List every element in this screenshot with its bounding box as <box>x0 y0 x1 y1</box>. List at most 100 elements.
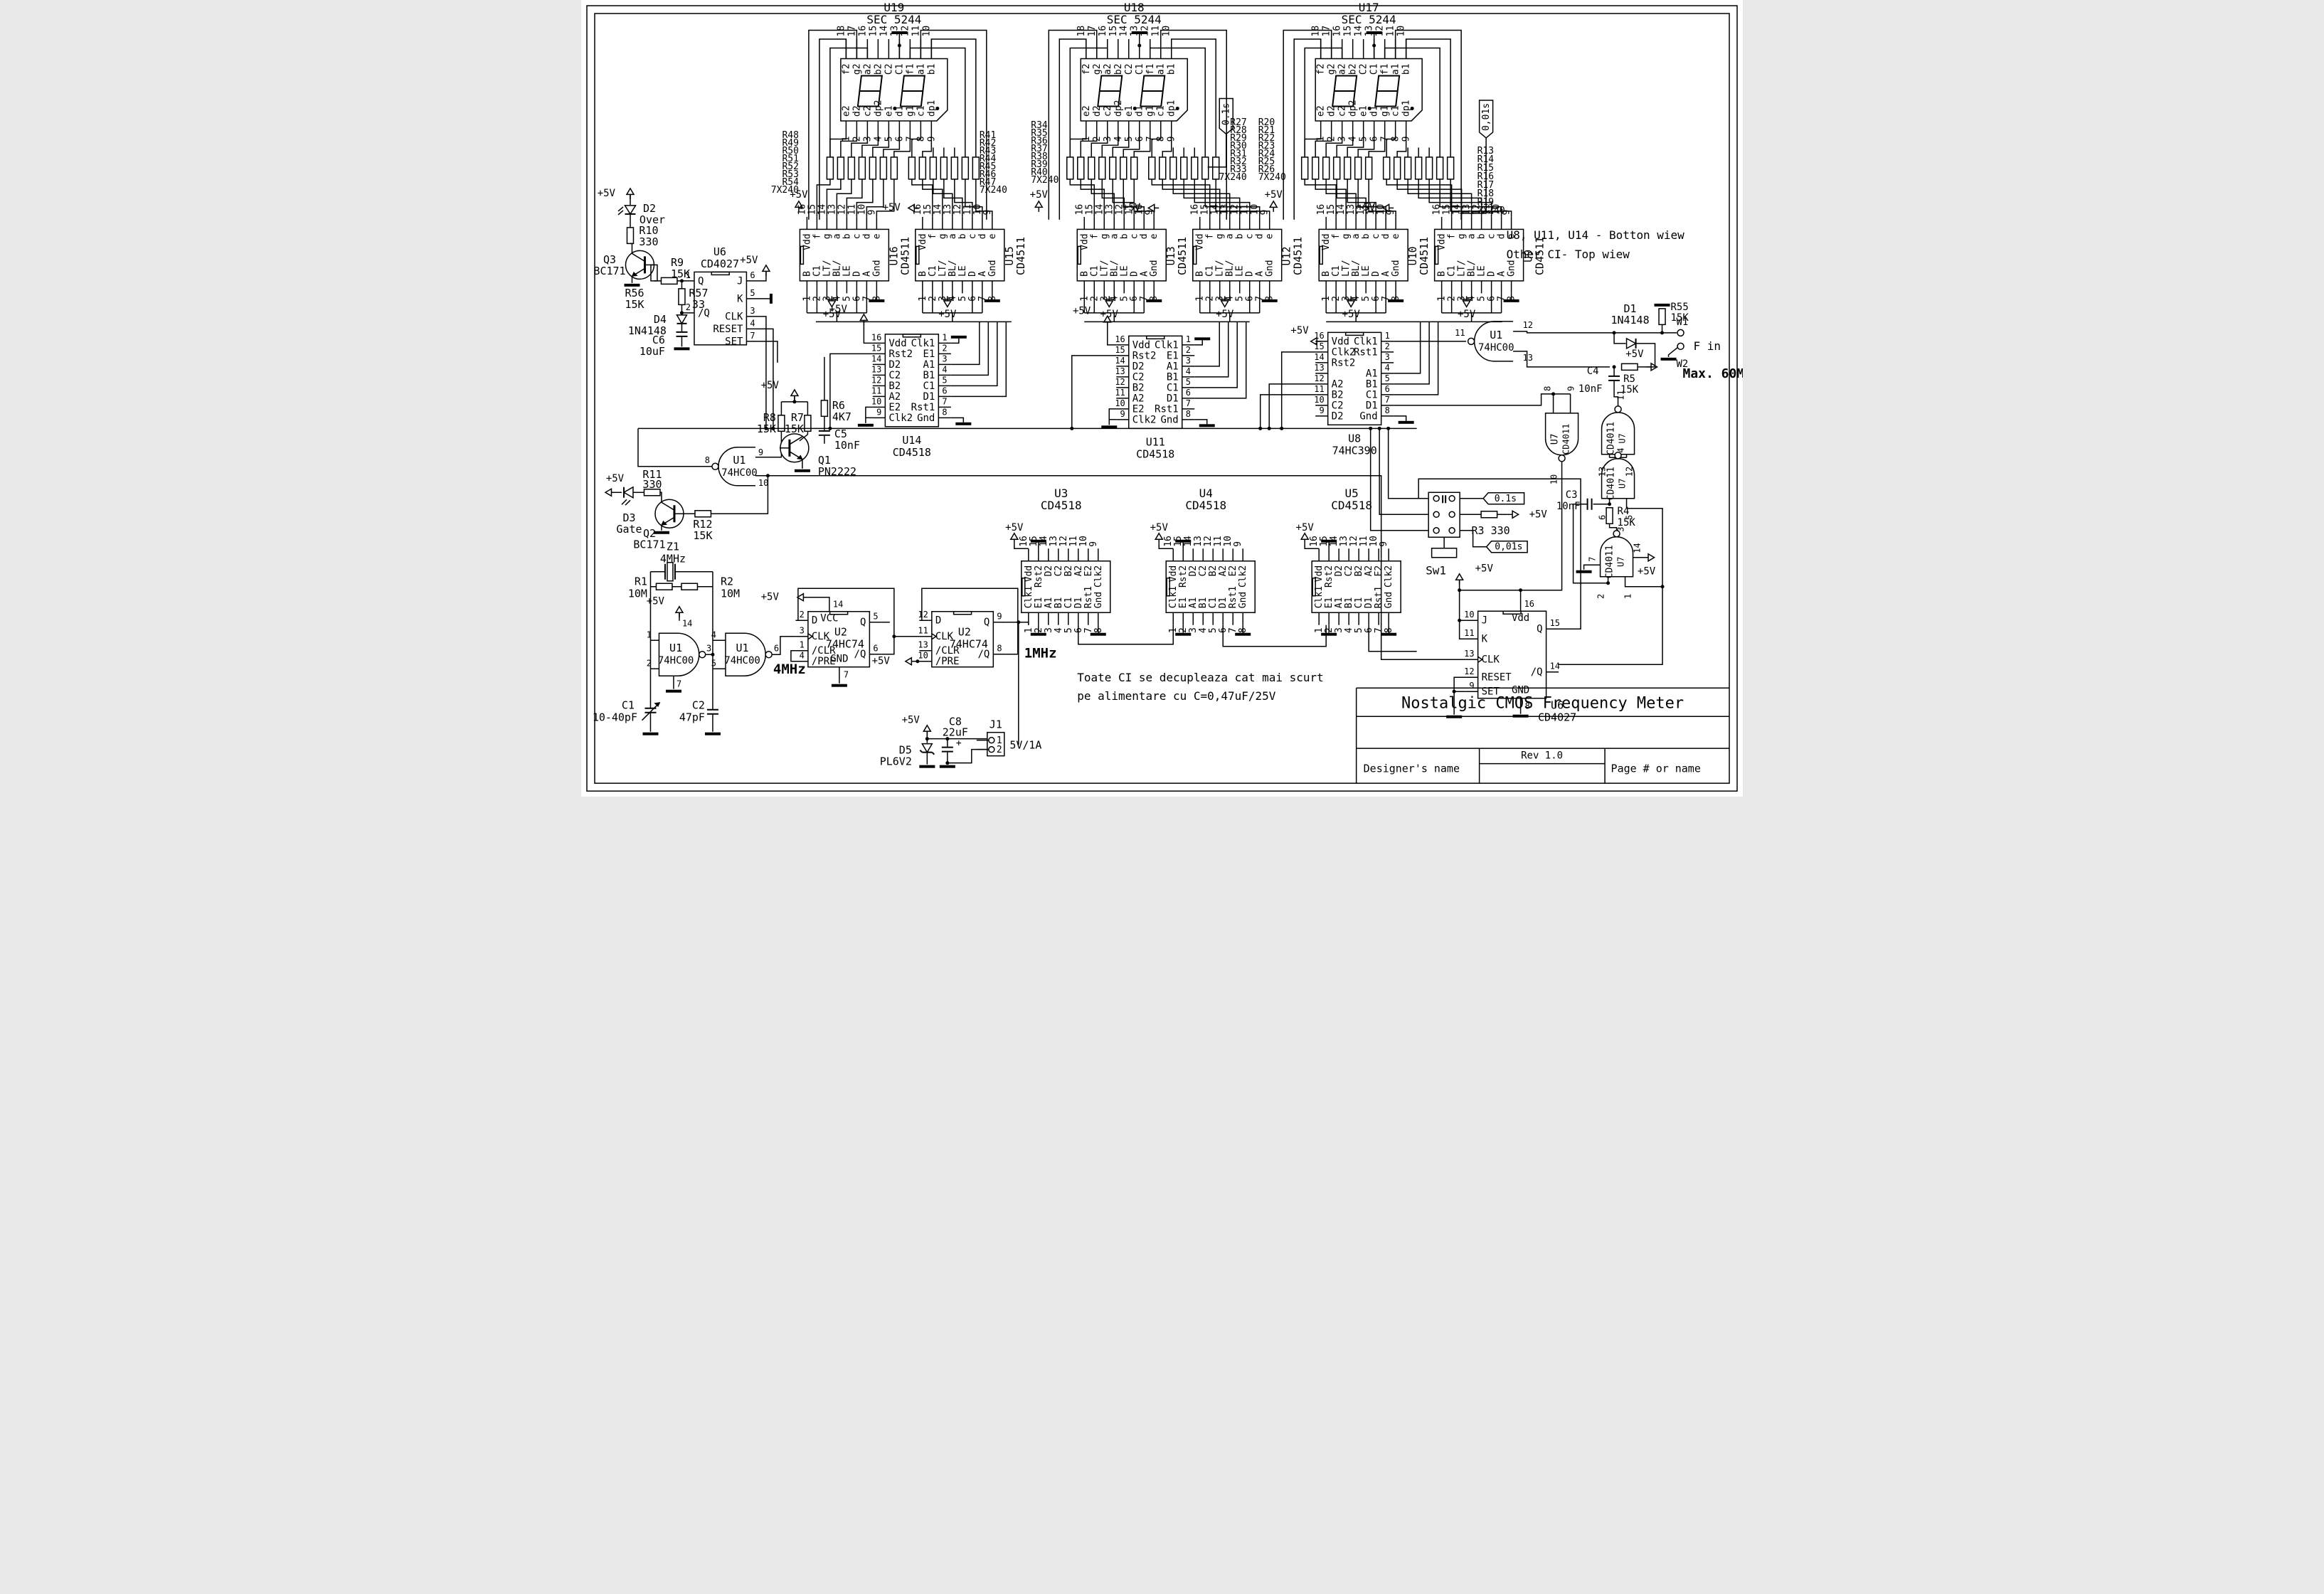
svg-text:R17: R17 <box>1477 180 1494 191</box>
label: 1N4148 <box>1611 314 1649 326</box>
svg-text:R35: R35 <box>1031 128 1047 139</box>
svg-text:17: 17 <box>1087 26 1098 37</box>
label: D3 <box>622 511 635 524</box>
svg-text:Gnd: Gnd <box>1093 592 1104 608</box>
ground-symbol <box>1261 299 1278 302</box>
label: C1 <box>622 699 635 712</box>
svg-text:B2: B2 <box>1354 565 1364 577</box>
svg-text:d: d <box>1381 233 1391 239</box>
svg-text:f2: f2 <box>1081 63 1092 75</box>
ground-symbol <box>624 283 640 287</box>
svg-text:74HC00: 74HC00 <box>721 467 758 479</box>
svg-text:BL/: BL/ <box>1467 260 1477 276</box>
svg-text:a1: a1 <box>1391 63 1401 75</box>
svg-text:CD4511: CD4511 <box>1176 237 1189 275</box>
svg-text:Vdd: Vdd <box>1332 336 1349 347</box>
terminal-pin <box>1677 329 1684 337</box>
svg-text:CD4511: CD4511 <box>1014 237 1027 275</box>
label: 74HC74 <box>950 638 988 651</box>
svg-text:12: 12 <box>1625 467 1635 477</box>
svg-text:Q: Q <box>1537 624 1542 635</box>
svg-text:CD4011: CD4011 <box>1605 545 1615 578</box>
wire <box>1194 322 1220 367</box>
wire <box>1613 332 1626 344</box>
svg-text:dp2: dp2 <box>873 100 884 116</box>
vcc-arrow: +5V <box>1342 296 1360 320</box>
svg-text:14: 14 <box>1314 352 1324 362</box>
svg-text:R56: R56 <box>625 287 644 299</box>
svg-text:R12: R12 <box>693 518 712 531</box>
label: R9 <box>671 256 684 269</box>
svg-text:C1: C1 <box>1369 63 1380 75</box>
wire <box>921 588 1019 655</box>
svg-text:W2: W2 <box>1677 358 1689 370</box>
svg-text:dp1: dp1 <box>1167 100 1177 116</box>
svg-text:D: D <box>1245 271 1256 277</box>
vcc-arrow: +5V <box>598 187 635 199</box>
svg-text:6: 6 <box>750 270 755 280</box>
ground-symbol <box>1146 299 1162 302</box>
svg-text:13: 13 <box>1462 204 1473 216</box>
ground-symbol <box>674 347 690 351</box>
wire <box>1194 419 1208 425</box>
label: W1 <box>1677 317 1689 328</box>
svg-text:7X240: 7X240 <box>1219 172 1247 183</box>
junction-dot <box>711 652 715 657</box>
svg-text:C1: C1 <box>1135 63 1145 75</box>
label: 12 <box>1625 467 1635 477</box>
svg-text:R41: R41 <box>980 130 996 141</box>
svg-text:U7: U7 <box>1618 433 1628 443</box>
svg-text:R57: R57 <box>689 287 708 299</box>
svg-text:A2: A2 <box>1073 565 1084 577</box>
svg-text:16: 16 <box>1019 536 1029 547</box>
svg-text:Q2: Q2 <box>643 527 656 540</box>
svg-text:f2: f2 <box>841 63 851 75</box>
label: 6 <box>1598 515 1608 520</box>
svg-text:10: 10 <box>918 651 928 661</box>
vcc-arrow: +5V <box>1123 202 1160 213</box>
svg-text:K: K <box>1482 634 1488 645</box>
svg-text:Rst1: Rst1 <box>1155 403 1179 415</box>
flag-label: 0.1s <box>1482 492 1525 505</box>
svg-text:LE: LE <box>957 265 968 277</box>
svg-text:22uF: 22uF <box>943 726 968 739</box>
svg-text:R55: R55 <box>1671 302 1689 313</box>
svg-text:b2: b2 <box>1113 63 1124 75</box>
svg-text:R26: R26 <box>1258 164 1275 175</box>
wire <box>1513 351 1611 368</box>
svg-text:18: 18 <box>1076 26 1087 37</box>
label: 12 <box>1523 320 1533 330</box>
svg-text:R34: R34 <box>1031 120 1048 131</box>
svg-text:9: 9 <box>758 447 763 457</box>
svg-text:C2: C2 <box>1054 565 1064 577</box>
svg-text:SEC 5244: SEC 5244 <box>1342 13 1396 26</box>
wire-fanout <box>1304 179 1396 217</box>
q1-pn2222 <box>780 433 810 463</box>
svg-text:B1: B1 <box>1198 597 1209 609</box>
svg-text:11: 11 <box>1240 204 1251 216</box>
svg-text:Rst2: Rst2 <box>1178 565 1189 588</box>
svg-text:D: D <box>812 615 817 627</box>
wire <box>808 29 858 220</box>
svg-text:10: 10 <box>1078 536 1089 547</box>
wire <box>1268 383 1316 429</box>
svg-text:13: 13 <box>1193 536 1204 547</box>
wire <box>829 353 873 429</box>
svg-text:12: 12 <box>1058 536 1069 547</box>
svg-text:C1: C1 <box>1205 265 1216 277</box>
svg-text:d: d <box>1497 233 1507 239</box>
svg-text:Clk2: Clk2 <box>1384 565 1394 588</box>
svg-text:Vdd: Vdd <box>1132 339 1150 351</box>
wire-fanout <box>1151 133 1172 157</box>
svg-text:14: 14 <box>879 26 889 37</box>
svg-text:10: 10 <box>871 396 881 406</box>
svg-text:5: 5 <box>1119 296 1130 302</box>
svg-text:10: 10 <box>1369 536 1379 547</box>
svg-text:74HC74: 74HC74 <box>826 638 864 651</box>
terminal-pin <box>1677 342 1684 351</box>
vcc-arrow: +5V <box>902 715 932 736</box>
svg-text:g2: g2 <box>1327 63 1337 75</box>
label: 74HC74 <box>826 638 864 651</box>
